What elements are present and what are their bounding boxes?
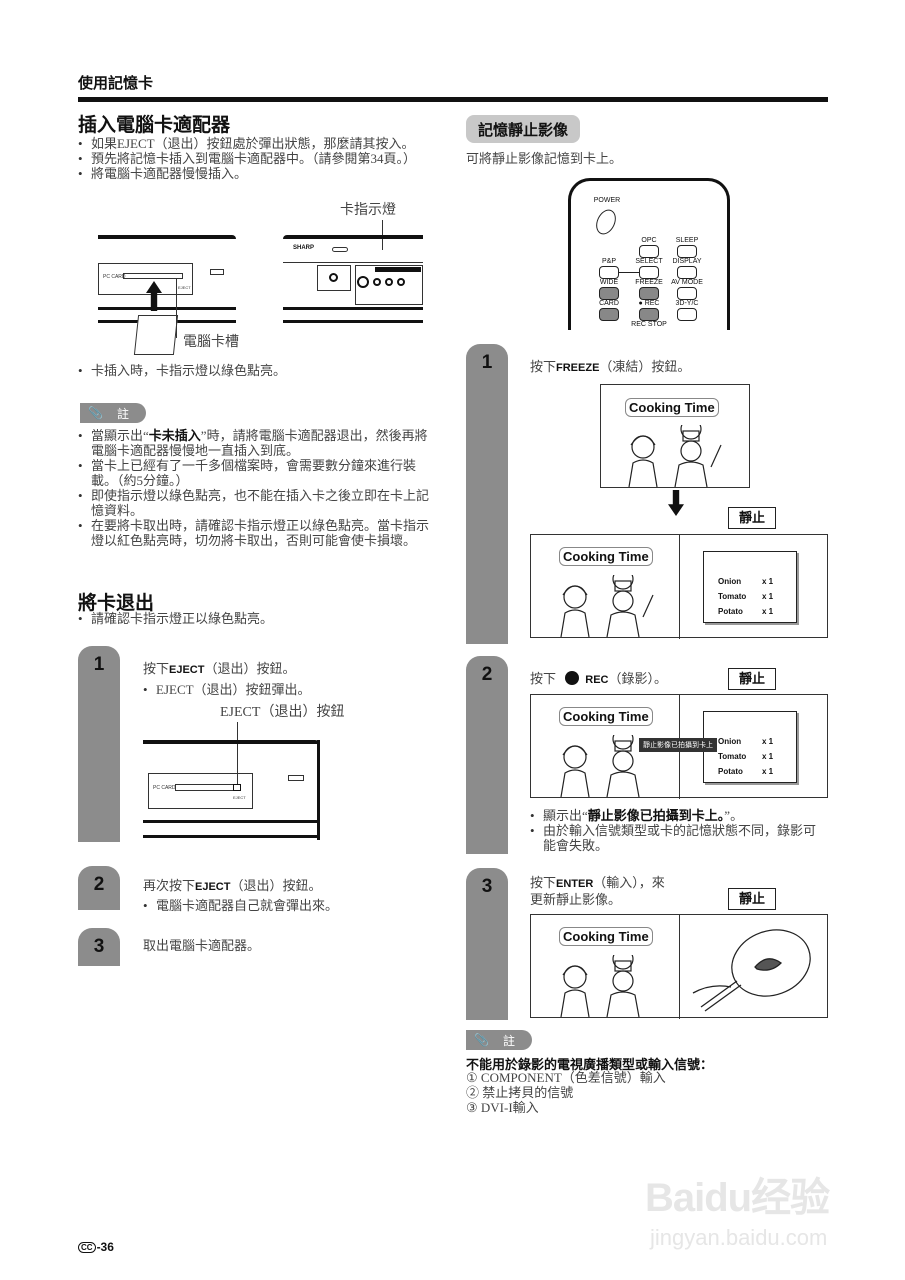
- rec-dot-icon: [565, 671, 580, 685]
- power-button: [332, 247, 348, 252]
- note-badge: 📎註: [80, 403, 146, 423]
- bullet: 即使指示燈以綠色點亮，也不能在插入卡之後立即在卡上記憶資料。: [78, 488, 440, 518]
- bullet: 在要將卡取出時，請確認卡指示燈正以綠色點亮。當卡指示燈以紅色點亮時，切勿將卡取出…: [78, 518, 440, 548]
- step-r3-text: 按下ENTER（輸入），來更新靜止影像。: [530, 875, 665, 907]
- step-1: 1: [78, 646, 120, 842]
- step-r1: 1: [466, 344, 508, 644]
- still-label: 靜止: [728, 507, 776, 529]
- split-screen-3: Cooking Time: [530, 914, 828, 1019]
- tv-screen-before: Cooking Time: [600, 384, 750, 488]
- power-button: [592, 206, 620, 238]
- step-r2: 2: [466, 656, 508, 854]
- brand-logo: SHARP: [293, 245, 315, 251]
- arrow-down-icon: [668, 490, 684, 516]
- cooking-show-characters: [560, 735, 640, 797]
- note-heading: 不能用於錄影的電視廣播類型或輸入信號：: [466, 1057, 714, 1072]
- after-bullet: 卡插入時，卡指示燈以綠色點亮。: [78, 363, 440, 378]
- slot-leader: [176, 278, 177, 338]
- note-item: ② 禁止拷貝的信號: [466, 1085, 574, 1100]
- page-number: CC-36: [78, 1240, 114, 1254]
- section-title: 使用記憶卡: [78, 75, 154, 92]
- note-item: ③ DVI-I輸入: [466, 1100, 539, 1115]
- note-list: ① COMPONENT（色差信號）輸入 ② 禁止拷貝的信號 ③ DVI-I輸入: [466, 1070, 666, 1115]
- cooking-show-characters: [560, 955, 640, 1017]
- note-bullets: 當顯示出“卡未插入”時，請將電腦卡適配器退出，然後再將電腦卡適配器慢慢地一直插入…: [78, 428, 440, 548]
- frying-pan-illustration: [692, 929, 811, 1012]
- eject-title: 將卡退出: [78, 593, 155, 614]
- header-rule: [78, 97, 828, 102]
- note-item: ① COMPONENT（色差信號）輸入: [466, 1070, 666, 1085]
- insert-title: 插入電腦卡適配器: [78, 115, 231, 136]
- capture-toast: 靜止影像已拍攝到卡上: [639, 738, 717, 752]
- bullet: 當顯示出“卡未插入”時，請將電腦卡適配器退出，然後再將電腦卡適配器慢慢地一直插入…: [78, 428, 440, 458]
- intro-text: 可將靜止影像記憶到卡上。: [466, 151, 623, 166]
- step-1-text: 按下EJECT（退出）按鈕。: [143, 661, 296, 676]
- step-2: 2: [78, 866, 120, 910]
- slot-label: 電腦卡槽: [183, 335, 239, 350]
- cooking-show-characters: [560, 575, 654, 637]
- cooking-show-characters: [628, 425, 722, 487]
- eject-leader: [237, 722, 238, 784]
- eject-bullet: 請確認卡指示燈正以綠色點亮。: [78, 611, 273, 626]
- still-label: 靜止: [728, 668, 776, 690]
- step-r2-text: 按下 REC（錄影）。: [530, 671, 668, 686]
- bullet: 當卡上已經有了一千多個檔案時，會需要數分鐘來進行裝載。（約5分鐘。）: [78, 458, 440, 488]
- note-badge-right: 📎註: [466, 1030, 532, 1050]
- bullet: 如果EJECT（退出）按鈕處於彈出狀態，那麼請其按入。: [78, 136, 440, 151]
- bullet: 將電腦卡適配器慢慢插入。: [78, 166, 440, 181]
- remote-control-illustration: POWER OPC SLEEP P&P SELECT DISPLAY WIDE …: [568, 178, 730, 330]
- paperclip-icon: 📎: [88, 405, 103, 420]
- screen-title: Cooking Time: [625, 398, 719, 417]
- step-2-sub: 電腦卡適配器自己就會彈出來。: [143, 898, 338, 913]
- eject-callout: EJECT（退出）按鈕: [220, 705, 345, 720]
- pc-card-label: PC CARD: [103, 274, 126, 280]
- bullet: 預先將記憶卡插入到電腦卡適配器中。（請參閱第34頁。）: [78, 151, 440, 166]
- step-2-text: 再次按下EJECT（退出）按鈕。: [143, 878, 322, 893]
- paperclip-icon: 📎: [474, 1032, 489, 1047]
- language-icon: CC: [78, 1241, 96, 1253]
- step-r3: 3: [466, 868, 508, 1020]
- step-3-text: 取出電腦卡適配器。: [143, 938, 261, 953]
- tv-eject-illustration: PC CARD EJECT: [143, 740, 320, 840]
- tv-front-panel-illustration: PC CARD EJECT: [98, 235, 236, 355]
- step-r1-text: 按下FREEZE（凍結）按鈕。: [530, 359, 691, 374]
- insert-bullets: 如果EJECT（退出）按鈕處於彈出狀態，那麼請其按入。 預先將記憶卡插入到電腦卡…: [78, 136, 440, 181]
- pc-card: [133, 315, 179, 355]
- eject-label: EJECT: [178, 285, 191, 290]
- tv-side-panel-illustration: SHARP: [283, 235, 423, 325]
- indicator-label: 卡指示燈: [340, 203, 396, 218]
- step-3: 3: [78, 928, 120, 966]
- section-badge: 記憶靜止影像: [466, 115, 580, 143]
- still-label: 靜止: [728, 888, 776, 910]
- step-r2-bullets: 顯示出“靜止影像已拍攝到卡上。”。 由於輸入信號類型或卡的記憶狀態不同，錄影可能…: [530, 808, 828, 853]
- watermark-url: jingyan.baidu.com: [650, 1225, 828, 1250]
- step-1-sub: EJECT（退出）按鈕彈出。: [143, 682, 311, 697]
- watermark-logo: Baidu经验: [645, 1176, 830, 1220]
